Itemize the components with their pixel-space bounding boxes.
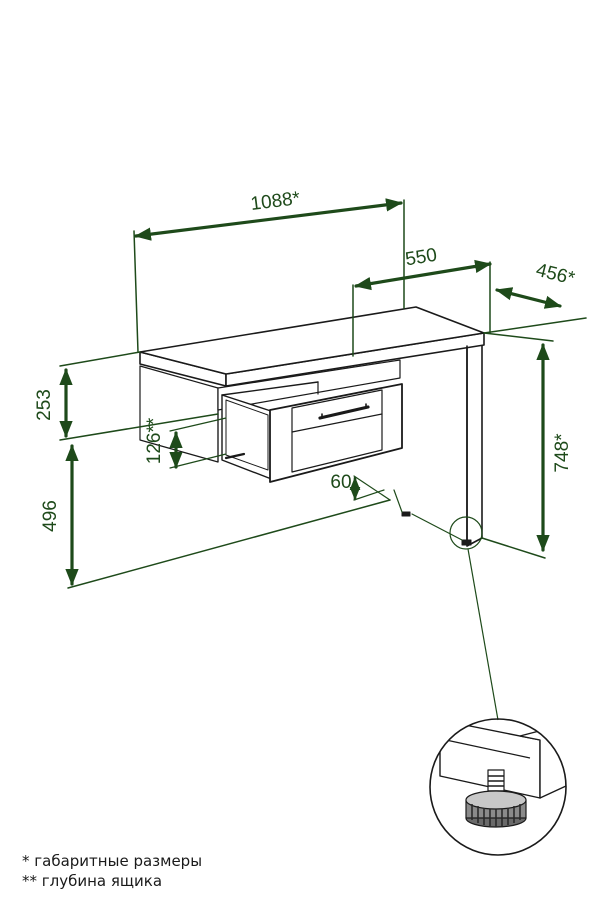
label-top-to-shelf: 253 <box>34 389 55 421</box>
foot-pad <box>401 511 411 517</box>
drawer-handle <box>318 403 370 420</box>
foot-pad <box>461 539 472 546</box>
dim-line-tabletop <box>354 259 492 291</box>
adjustable-foot-icon <box>439 719 566 828</box>
label-tabletop-length: 550 <box>404 245 439 271</box>
detail-leader-line <box>467 548 499 721</box>
detail-marker-circle <box>449 516 483 550</box>
dimension-lines <box>59 198 587 589</box>
label-floor-to-shelf: 496 <box>40 500 61 532</box>
note-drawer-depth: ** глубина ящика <box>22 872 163 890</box>
label-drawer-depth: 126** <box>144 417 165 464</box>
label-width-overall: 1088* <box>249 188 301 215</box>
label-foot-offset: 60 <box>330 472 351 493</box>
detail-callout <box>429 516 567 856</box>
label-depth-overall: 456* <box>534 260 578 290</box>
dim-line-depth <box>495 287 562 309</box>
right-leg-panel <box>466 335 483 547</box>
under-top-frame <box>217 359 401 411</box>
desk <box>139 306 485 547</box>
note-overall-dimensions: * габаритные размеры <box>22 852 203 870</box>
label-height-overall: 748* <box>552 433 573 473</box>
detail-circle <box>429 718 567 856</box>
dim-line-width <box>134 198 403 241</box>
